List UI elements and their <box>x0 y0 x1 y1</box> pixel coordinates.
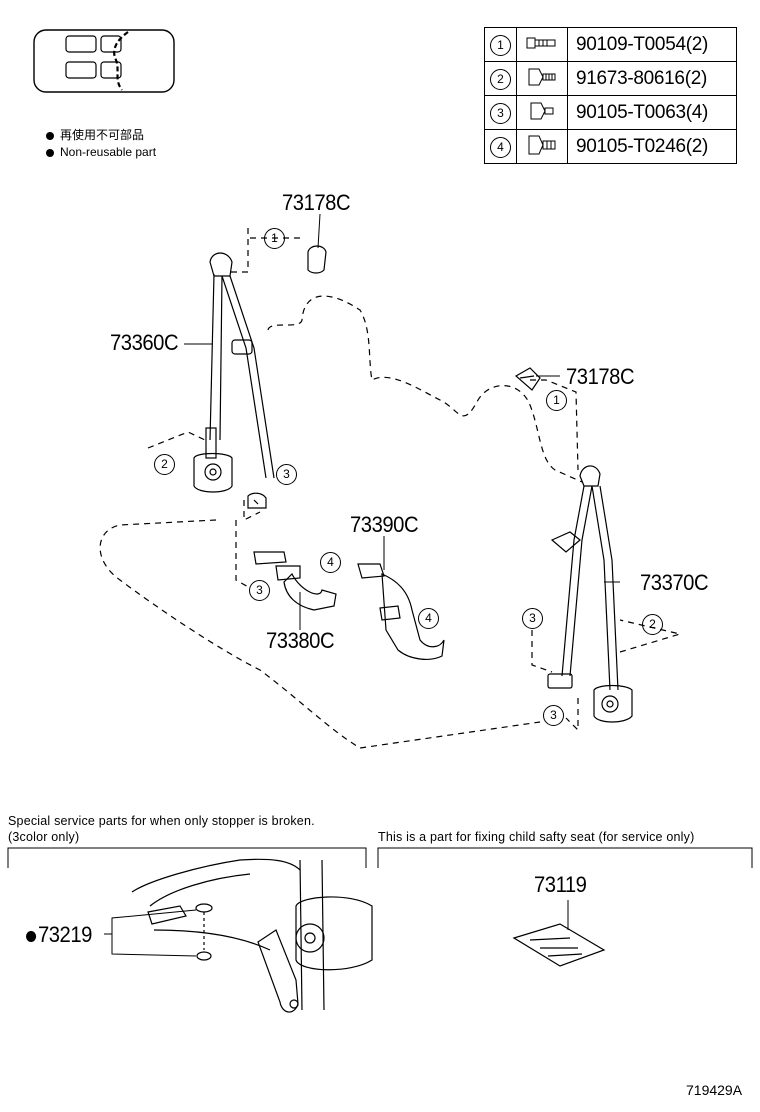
service-note-line1: Special service parts for when only stop… <box>8 814 315 828</box>
callout-1: 1 <box>264 228 285 249</box>
child-seat-note: This is a part for fixing child safty se… <box>378 830 695 844</box>
part-label-73178c-right: 73178C <box>566 364 635 389</box>
seat-belt-right-assembly <box>547 465 633 723</box>
part-label-73219: 73219 <box>26 922 92 948</box>
bolt-code: 90105-T0246(2) <box>567 129 737 164</box>
callout-3: 3 <box>249 580 270 601</box>
callout-3: 3 <box>522 608 543 629</box>
bolt-hex-flange-icon <box>528 135 556 154</box>
bolt-hex-short-icon <box>530 102 554 119</box>
non-reusable-dot-icon <box>46 148 54 157</box>
non-reusable-dot-icon <box>46 131 54 140</box>
bolt-code: 90105-T0063(4) <box>567 95 737 130</box>
callout-4: 4 <box>418 608 439 629</box>
callout-2: 2 <box>154 454 175 475</box>
rear-seat-outline <box>99 228 683 749</box>
legend-en-text: Non-reusable part <box>60 145 157 159</box>
bolt-row: 3 90105-T0063(4) <box>484 95 737 130</box>
part-label-73380c: 73380C <box>266 628 335 653</box>
bolt-hex-toothed-icon <box>528 68 556 85</box>
callout-2: 2 <box>490 68 511 90</box>
callout-4: 4 <box>490 136 511 158</box>
bolt-row: 1 90109-T0054(2) <box>484 27 737 62</box>
part-label-73360c: 73360C <box>110 330 179 355</box>
part-label-73370c: 73370C <box>640 570 709 595</box>
button-cover-right <box>514 367 541 391</box>
callout-1: 1 <box>490 34 511 56</box>
stopper-73219-illustration <box>131 858 373 1013</box>
leader-lines <box>7 213 753 957</box>
button-cover-top <box>307 245 327 274</box>
part-label-73390c: 73390C <box>350 512 419 537</box>
bolt-code: 90109-T0054(2) <box>567 27 737 62</box>
bolt-flange-long-icon <box>526 37 556 48</box>
buckle-73380c <box>253 551 337 611</box>
bolt-table: 1 90109-T0054(2) 2 91673-80616(2) 3 9010… <box>484 27 737 164</box>
buckle-73390c <box>357 563 445 660</box>
part-label-73219-text: 73219 <box>37 922 92 947</box>
bolt-row: 4 90105-T0246(2) <box>484 129 737 164</box>
callout-3: 3 <box>276 464 297 485</box>
vehicle-locator-icon <box>33 29 175 93</box>
part-label-73178c-top: 73178C <box>282 190 351 215</box>
callout-3: 3 <box>543 705 564 726</box>
callout-2: 2 <box>642 614 663 635</box>
legend-jp-text: 再使用不可部品 <box>60 128 145 142</box>
callout-4: 4 <box>320 552 341 573</box>
part-label-73119: 73119 <box>534 872 587 897</box>
bolt-code: 91673-80616(2) <box>567 61 737 96</box>
legend-jp: 再使用不可部品 <box>46 126 144 143</box>
non-reusable-dot-icon <box>26 930 37 942</box>
bolt-row: 2 91673-80616(2) <box>484 61 737 96</box>
callout-1: 1 <box>546 390 567 411</box>
seat-belt-left-assembly <box>193 252 275 509</box>
legend-en: Non-reusable part <box>46 145 156 159</box>
callout-3: 3 <box>490 102 511 124</box>
child-seat-plate-73119 <box>512 923 606 967</box>
service-note-line2: (3color only) <box>8 830 80 844</box>
figure-id: 719429A <box>686 1082 743 1098</box>
